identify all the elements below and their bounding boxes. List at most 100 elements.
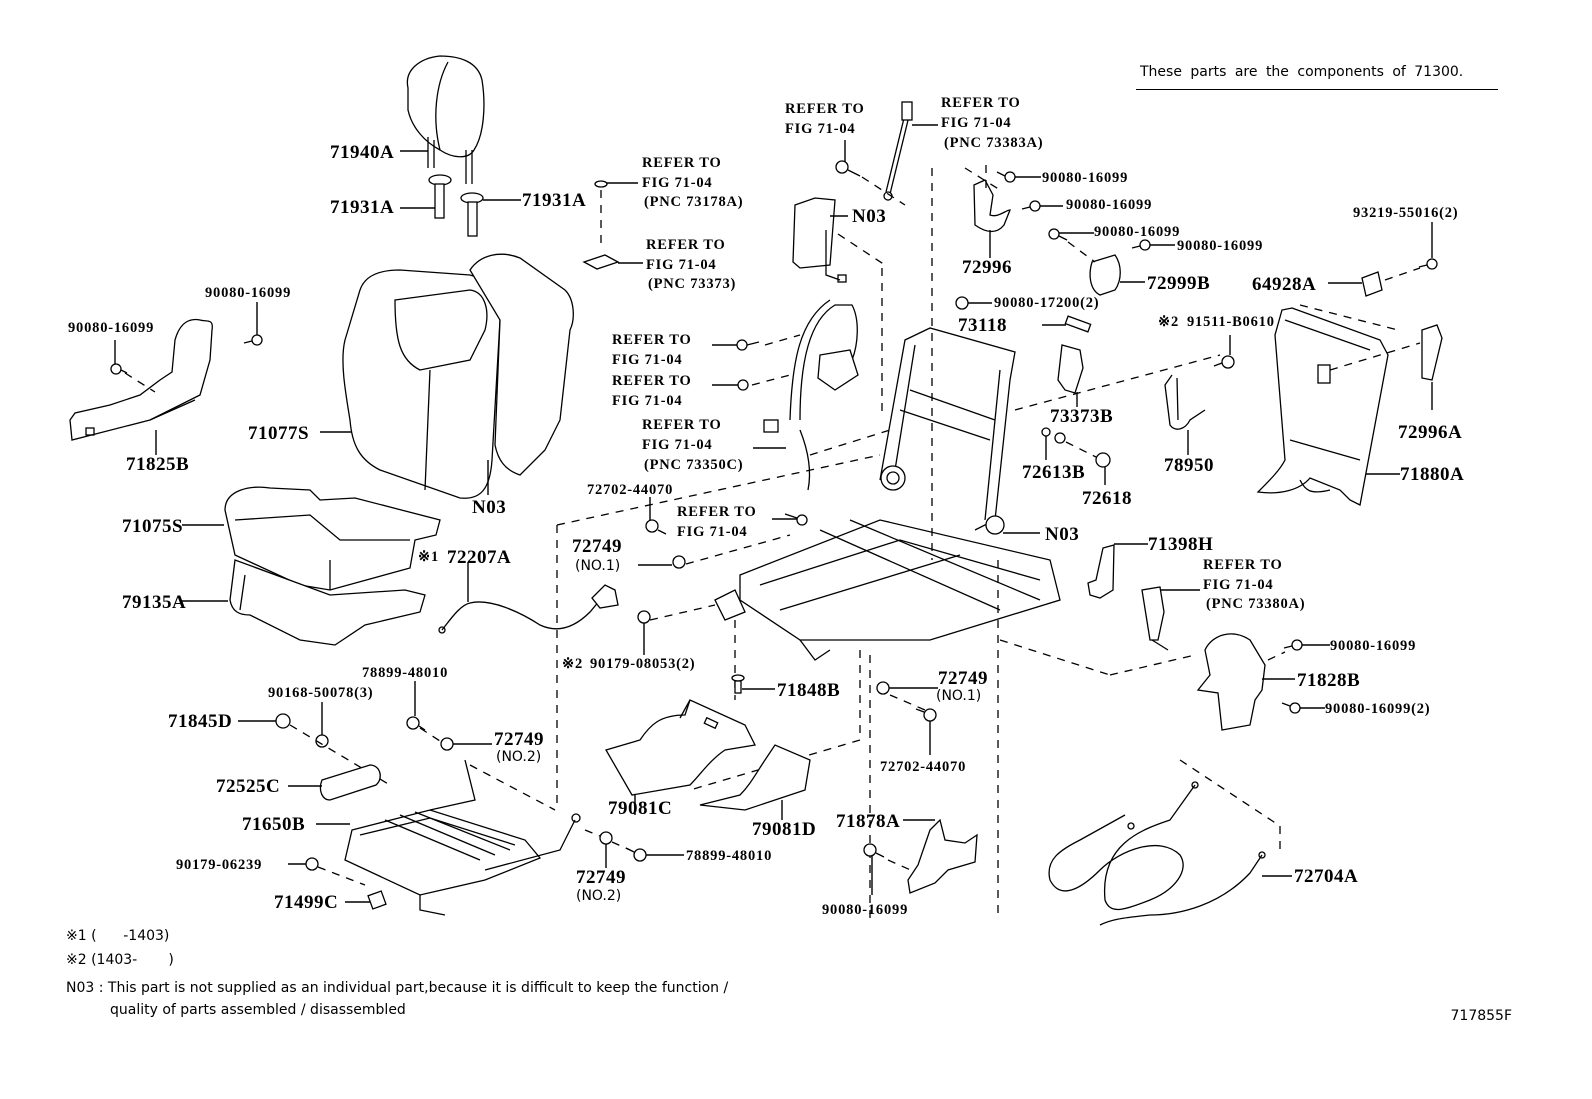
part-label-72613B[interactable]: 72613B xyxy=(1022,462,1085,483)
refer-fig-label[interactable]: FIG 71-04 xyxy=(646,257,716,273)
part-label-90080-16099-e[interactable]: 90080-16099 xyxy=(1094,224,1180,240)
part-label-71398H[interactable]: 71398H xyxy=(1148,534,1213,555)
refer-to-label[interactable]: REFER TO xyxy=(1203,557,1283,573)
part-label-72749-no1-b[interactable]: 72749 xyxy=(938,668,988,689)
part-label-78950[interactable]: 78950 xyxy=(1164,455,1214,476)
part-label-78899-48010-a[interactable]: 78899-48010 xyxy=(362,665,448,681)
seatback-cover-illustration xyxy=(342,269,501,499)
part-label-72702-44070-a[interactable]: 72702-44070 xyxy=(587,482,673,498)
part-label-72704A[interactable]: 72704A xyxy=(1294,866,1358,887)
part-label-72999B[interactable]: 72999B xyxy=(1147,273,1210,294)
part-label-90168-50078[interactable]: 90168-50078(3) xyxy=(268,685,373,701)
refer-to-label[interactable]: REFER TO xyxy=(642,155,722,171)
refer-pnc-73178A[interactable]: (PNC 73178A) xyxy=(644,194,743,210)
refer-fig-label[interactable]: FIG 71-04 xyxy=(1203,577,1273,593)
part-label-71077S[interactable]: 71077S xyxy=(248,423,309,444)
part-label-79135A[interactable]: 79135A xyxy=(122,592,186,613)
part-label-72749-no2-b[interactable]: 72749 xyxy=(576,867,626,888)
part-label-71845D[interactable]: 71845D xyxy=(168,711,232,732)
part-label-72702-44070-b[interactable]: 72702-44070 xyxy=(880,759,966,775)
part-label-90080-16099-i[interactable]: 90080-16099 xyxy=(822,902,908,918)
part-label-78899-48010-b[interactable]: 78899-48010 xyxy=(686,848,772,864)
part-label-90179-06239[interactable]: 90179-06239 xyxy=(176,857,262,873)
part-label-72207A[interactable]: 72207A xyxy=(447,547,511,568)
part-label-72749-no2-a[interactable]: 72749 xyxy=(494,729,544,750)
seat-cushion-cover-illustration xyxy=(224,486,441,591)
part-label-N03-backrest[interactable]: N03 xyxy=(472,497,506,518)
refer-pnc-73383A[interactable]: (PNC 73383A) xyxy=(944,135,1043,151)
assembly-line xyxy=(649,604,716,621)
part-label-71499C[interactable]: 71499C xyxy=(274,892,338,913)
screw-icon xyxy=(1021,200,1041,212)
refer-to-label[interactable]: REFER TO xyxy=(785,101,865,117)
cover-79081D-illustration xyxy=(699,744,811,811)
assembly-line xyxy=(837,233,886,266)
part-label-93219-55016[interactable]: 93219-55016(2) xyxy=(1353,205,1458,221)
part-label-90080-16099-g[interactable]: 90080-16099 xyxy=(1330,638,1416,654)
part-label-64928A[interactable]: 64928A xyxy=(1252,274,1316,295)
refer-fig-label[interactable]: FIG 71-04 xyxy=(642,175,712,191)
part-label-71650B[interactable]: 71650B xyxy=(242,814,305,835)
refer-fig-label[interactable]: FIG 71-04 xyxy=(785,121,855,137)
assembly-line xyxy=(1384,267,1421,281)
refer-fig-label[interactable]: FIG 71-04 xyxy=(612,393,682,409)
part-label-79081D[interactable]: 79081D xyxy=(752,819,816,840)
part-label-71931A-left[interactable]: 71931A xyxy=(330,197,394,218)
part-label-73373B[interactable]: 73373B xyxy=(1050,406,1113,427)
part-label-73118[interactable]: 73118 xyxy=(958,315,1007,336)
refer-fig-label[interactable]: FIG 71-04 xyxy=(642,437,712,453)
refer-to-label[interactable]: REFER TO xyxy=(941,95,1021,111)
part-label-71940A[interactable]: 71940A xyxy=(330,142,394,163)
cover-79081C-illustration xyxy=(605,699,756,796)
assembly-line xyxy=(685,534,791,565)
refer-fig-label[interactable]: FIG 71-04 xyxy=(677,524,747,540)
part-label-N03-frame[interactable]: N03 xyxy=(1045,524,1079,545)
nut-icon xyxy=(876,681,890,695)
refer-to-label[interactable]: REFER TO xyxy=(677,504,757,520)
part-label-72618[interactable]: 72618 xyxy=(1082,488,1132,509)
refer-fig-label[interactable]: FIG 71-04 xyxy=(941,115,1011,131)
refer-pnc-73350C[interactable]: (PNC 73350C) xyxy=(644,457,743,473)
part-label-71878A[interactable]: 71878A xyxy=(836,811,900,832)
assembly-line xyxy=(809,429,891,456)
part-label-79081C[interactable]: 79081C xyxy=(608,798,672,819)
part-label-N03-airbag[interactable]: N03 xyxy=(852,206,886,227)
headrest-support-left xyxy=(428,174,452,219)
part-label-71931A-right[interactable]: 71931A xyxy=(522,190,586,211)
assembly-line xyxy=(1299,304,1399,331)
refer-pnc-73373[interactable]: (PNC 73373) xyxy=(648,276,736,292)
part-label-90080-16099-b[interactable]: 90080-16099 xyxy=(205,285,291,301)
refer-fig-label[interactable]: FIG 71-04 xyxy=(612,352,682,368)
part-label-90179-08053[interactable]: 90179-08053(2) xyxy=(590,656,695,672)
part-label-90080-16099-d[interactable]: 90080-16099 xyxy=(1066,197,1152,213)
part-label-71848B[interactable]: 71848B xyxy=(777,680,840,701)
part-label-90080-17200[interactable]: 90080-17200(2) xyxy=(994,295,1099,311)
part-label-71075S[interactable]: 71075S xyxy=(122,516,183,537)
footnote-n03-line1: N03 : This part is not supplied as an in… xyxy=(66,980,729,996)
part-label-71825B[interactable]: 71825B xyxy=(126,454,189,475)
part-label-72996[interactable]: 72996 xyxy=(962,257,1012,278)
part-label-71880A[interactable]: 71880A xyxy=(1400,464,1464,485)
refer-pnc-73380A[interactable]: (PNC 73380A) xyxy=(1206,596,1305,612)
refer-to-label[interactable]: REFER TO xyxy=(612,332,692,348)
cap-71845D-illustration xyxy=(275,713,291,729)
part-label-72749-no1-a[interactable]: 72749 xyxy=(572,536,622,557)
bolt-icon xyxy=(731,674,745,694)
part-label-71828B[interactable]: 71828B xyxy=(1297,670,1360,691)
part-label-90080-16099-c[interactable]: 90080-16099 xyxy=(1042,170,1128,186)
part-label-90080-16099-h[interactable]: 90080-16099(2) xyxy=(1325,701,1430,717)
part-label-90080-16099-f[interactable]: 90080-16099 xyxy=(1177,238,1263,254)
assembly-line xyxy=(887,859,916,873)
part-label-91511-B0610[interactable]: 91511-B0610 xyxy=(1187,314,1275,330)
part-label-72996A[interactable]: 72996A xyxy=(1398,422,1462,443)
part-label-90080-16099-a[interactable]: 90080-16099 xyxy=(68,320,154,336)
refer-to-label[interactable]: REFER TO xyxy=(612,373,692,389)
back-board-71880A-illustration xyxy=(1256,307,1389,506)
lever-bracket-illustration xyxy=(591,584,619,609)
refer-to-label[interactable]: REFER TO xyxy=(642,417,722,433)
refer-to-label[interactable]: REFER TO xyxy=(646,237,726,253)
screw-icon xyxy=(243,334,263,346)
assembly-line xyxy=(556,454,881,526)
part-label-72525C[interactable]: 72525C xyxy=(216,776,280,797)
